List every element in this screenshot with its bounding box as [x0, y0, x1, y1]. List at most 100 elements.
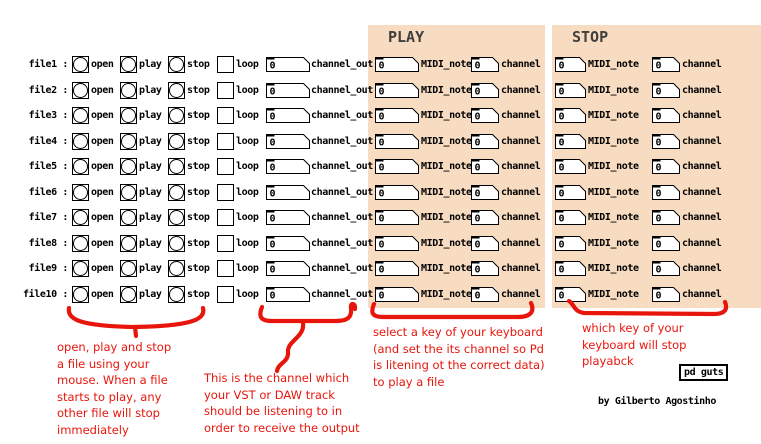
loop-toggle[interactable] [217, 82, 234, 99]
play-channel-numbox[interactable]: 0 [471, 83, 499, 98]
loop-toggle[interactable] [217, 56, 234, 73]
play-midi-note-numbox[interactable]: 0 [375, 159, 419, 174]
channel-out-numbox[interactable]: 0 [266, 83, 310, 98]
play-midi-note-numbox[interactable]: 0 [375, 236, 419, 251]
open-bang[interactable] [72, 158, 89, 175]
play-bang[interactable] [120, 286, 137, 303]
stop-midi-note-numbox[interactable]: 0 [555, 236, 586, 251]
stop-channel-numbox[interactable]: 0 [652, 57, 680, 72]
stop-channel-numbox[interactable]: 0 [652, 185, 680, 200]
open-bang[interactable] [72, 133, 89, 150]
stop-midi-note-numbox[interactable]: 0 [555, 287, 586, 302]
loop-toggle[interactable] [217, 158, 234, 175]
play-midi-note-numbox[interactable]: 0 [375, 261, 419, 276]
play-channel-numbox[interactable]: 0 [471, 287, 499, 302]
play-channel-numbox[interactable]: 0 [471, 159, 499, 174]
play-midi-note-numbox[interactable]: 0 [375, 287, 419, 302]
play-label: play [139, 289, 162, 300]
stop-bang[interactable] [168, 107, 185, 124]
play-channel-numbox[interactable]: 0 [471, 261, 499, 276]
play-bang[interactable] [120, 235, 137, 252]
stop-midi-note-numbox[interactable]: 0 [555, 185, 586, 200]
play-channel-numbox[interactable]: 0 [471, 108, 499, 123]
loop-toggle[interactable] [217, 107, 234, 124]
stop-bang[interactable] [168, 209, 185, 226]
play-channel-numbox[interactable]: 0 [471, 185, 499, 200]
svg-text:0: 0 [475, 265, 481, 276]
stop-midi-note-numbox[interactable]: 0 [555, 108, 586, 123]
loop-toggle[interactable] [217, 184, 234, 201]
stop-midi-note-numbox[interactable]: 0 [555, 57, 586, 72]
loop-toggle[interactable] [217, 133, 234, 150]
channel-out-numbox[interactable]: 0 [266, 134, 310, 149]
open-bang[interactable] [72, 286, 89, 303]
stop-midi-note-numbox[interactable]: 0 [555, 210, 586, 225]
play-bang[interactable] [120, 107, 137, 124]
open-bang[interactable] [72, 209, 89, 226]
stop-bang[interactable] [168, 56, 185, 73]
stop-channel-numbox[interactable]: 0 [652, 261, 680, 276]
open-bang[interactable] [72, 260, 89, 277]
loop-toggle[interactable] [217, 286, 234, 303]
stop-channel-numbox[interactable]: 0 [652, 236, 680, 251]
play-bang[interactable] [120, 82, 137, 99]
play-midi-note-numbox[interactable]: 0 [375, 83, 419, 98]
stop-bang[interactable] [168, 235, 185, 252]
play-bang[interactable] [120, 184, 137, 201]
stop-midi-note-label: MIDI_note [588, 110, 639, 121]
channel-out-numbox[interactable]: 0 [266, 210, 310, 225]
play-midi-note-numbox[interactable]: 0 [375, 134, 419, 149]
loop-toggle[interactable] [217, 235, 234, 252]
stop-bang[interactable] [168, 133, 185, 150]
play-bang[interactable] [120, 133, 137, 150]
open-bang[interactable] [72, 107, 89, 124]
stop-bang[interactable] [168, 286, 185, 303]
play-bang[interactable] [120, 56, 137, 73]
channel-out-numbox[interactable]: 0 [266, 236, 310, 251]
play-midi-note-numbox[interactable]: 0 [375, 57, 419, 72]
play-midi-note-numbox[interactable]: 0 [375, 108, 419, 123]
stop-midi-note-numbox[interactable]: 0 [555, 159, 586, 174]
stop-channel-numbox[interactable]: 0 [652, 108, 680, 123]
play-channel-numbox[interactable]: 0 [471, 134, 499, 149]
stop-label: stop [187, 85, 210, 96]
stop-midi-note-numbox[interactable]: 0 [555, 134, 586, 149]
open-label: open [91, 212, 114, 223]
channel-out-numbox[interactable]: 0 [266, 185, 310, 200]
channel-out-numbox[interactable]: 0 [266, 57, 310, 72]
play-bang[interactable] [120, 260, 137, 277]
play-channel-numbox[interactable]: 0 [471, 236, 499, 251]
stop-channel-numbox[interactable]: 0 [652, 83, 680, 98]
play-channel-numbox[interactable]: 0 [471, 210, 499, 225]
play-channel-numbox[interactable]: 0 [471, 57, 499, 72]
stop-channel-numbox[interactable]: 0 [652, 159, 680, 174]
loop-toggle[interactable] [217, 209, 234, 226]
play-bang[interactable] [120, 209, 137, 226]
open-bang[interactable] [72, 235, 89, 252]
channel-out-numbox[interactable]: 0 [266, 159, 310, 174]
stop-channel-numbox[interactable]: 0 [652, 287, 680, 302]
stop-midi-note-numbox[interactable]: 0 [555, 83, 586, 98]
stop-bang[interactable] [168, 184, 185, 201]
pd-guts-object[interactable]: pd guts [679, 364, 729, 381]
svg-text:0: 0 [475, 138, 481, 149]
stop-channel-numbox[interactable]: 0 [652, 210, 680, 225]
channel-out-numbox[interactable]: 0 [266, 261, 310, 276]
channel-out-numbox[interactable]: 0 [266, 108, 310, 123]
play-bang[interactable] [120, 158, 137, 175]
stop-bang[interactable] [168, 158, 185, 175]
svg-text:0: 0 [475, 214, 481, 225]
stop-bang[interactable] [168, 260, 185, 277]
open-bang[interactable] [72, 56, 89, 73]
open-bang[interactable] [72, 184, 89, 201]
play-label: play [139, 110, 162, 121]
open-bang[interactable] [72, 82, 89, 99]
channel-out-numbox[interactable]: 0 [266, 287, 310, 302]
loop-toggle[interactable] [217, 260, 234, 277]
play-midi-note-numbox[interactable]: 0 [375, 185, 419, 200]
stop-midi-note-numbox[interactable]: 0 [555, 261, 586, 276]
play-midi-note-numbox[interactable]: 0 [375, 210, 419, 225]
stop-bang[interactable] [168, 82, 185, 99]
stop-channel-numbox[interactable]: 0 [652, 134, 680, 149]
